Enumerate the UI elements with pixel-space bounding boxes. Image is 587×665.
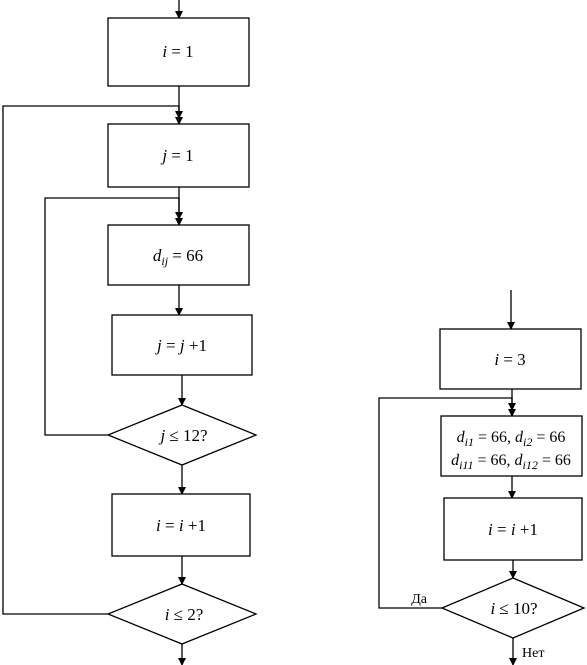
right-i-init-text: i = 3 [494, 350, 525, 369]
right-assign-box [440, 415, 583, 477]
left-j-loop-arrow [44, 197, 183, 436]
left-i-loop-arrow [2, 105, 183, 615]
left-i-inc-text: i = i +1 [156, 516, 206, 535]
left-i-check-text: i ≤ 2? [165, 605, 204, 624]
left-j-inc-text: j = j +1 [155, 336, 207, 355]
left-j-init-text: j = 1 [160, 146, 193, 165]
left-i-init-text: i = 1 [162, 42, 193, 61]
left-assign-d-text: dij = 66 [153, 246, 203, 268]
right-i-inc-text: i = i +1 [488, 520, 538, 539]
right-assign-line2: di11 = 66, di12 = 66 [451, 452, 571, 472]
right-yes-label: Да [411, 592, 428, 607]
left-j-init-box [107, 123, 250, 188]
right-i-check-text: i ≤ 10? [490, 599, 537, 618]
left-i-inc-box [111, 493, 251, 557]
left-assign-d-box [107, 224, 250, 286]
right-assign-line1: di1 = 66, di2 = 66 [457, 429, 566, 449]
right-yes-loop-arrow [378, 397, 516, 609]
right-i-init-box [439, 328, 582, 390]
right-i-inc-box [443, 497, 583, 561]
left-j-inc-box [111, 314, 253, 376]
right-no-label: Нет [522, 646, 544, 661]
left-j-check-text: j ≤ 12? [158, 426, 207, 445]
